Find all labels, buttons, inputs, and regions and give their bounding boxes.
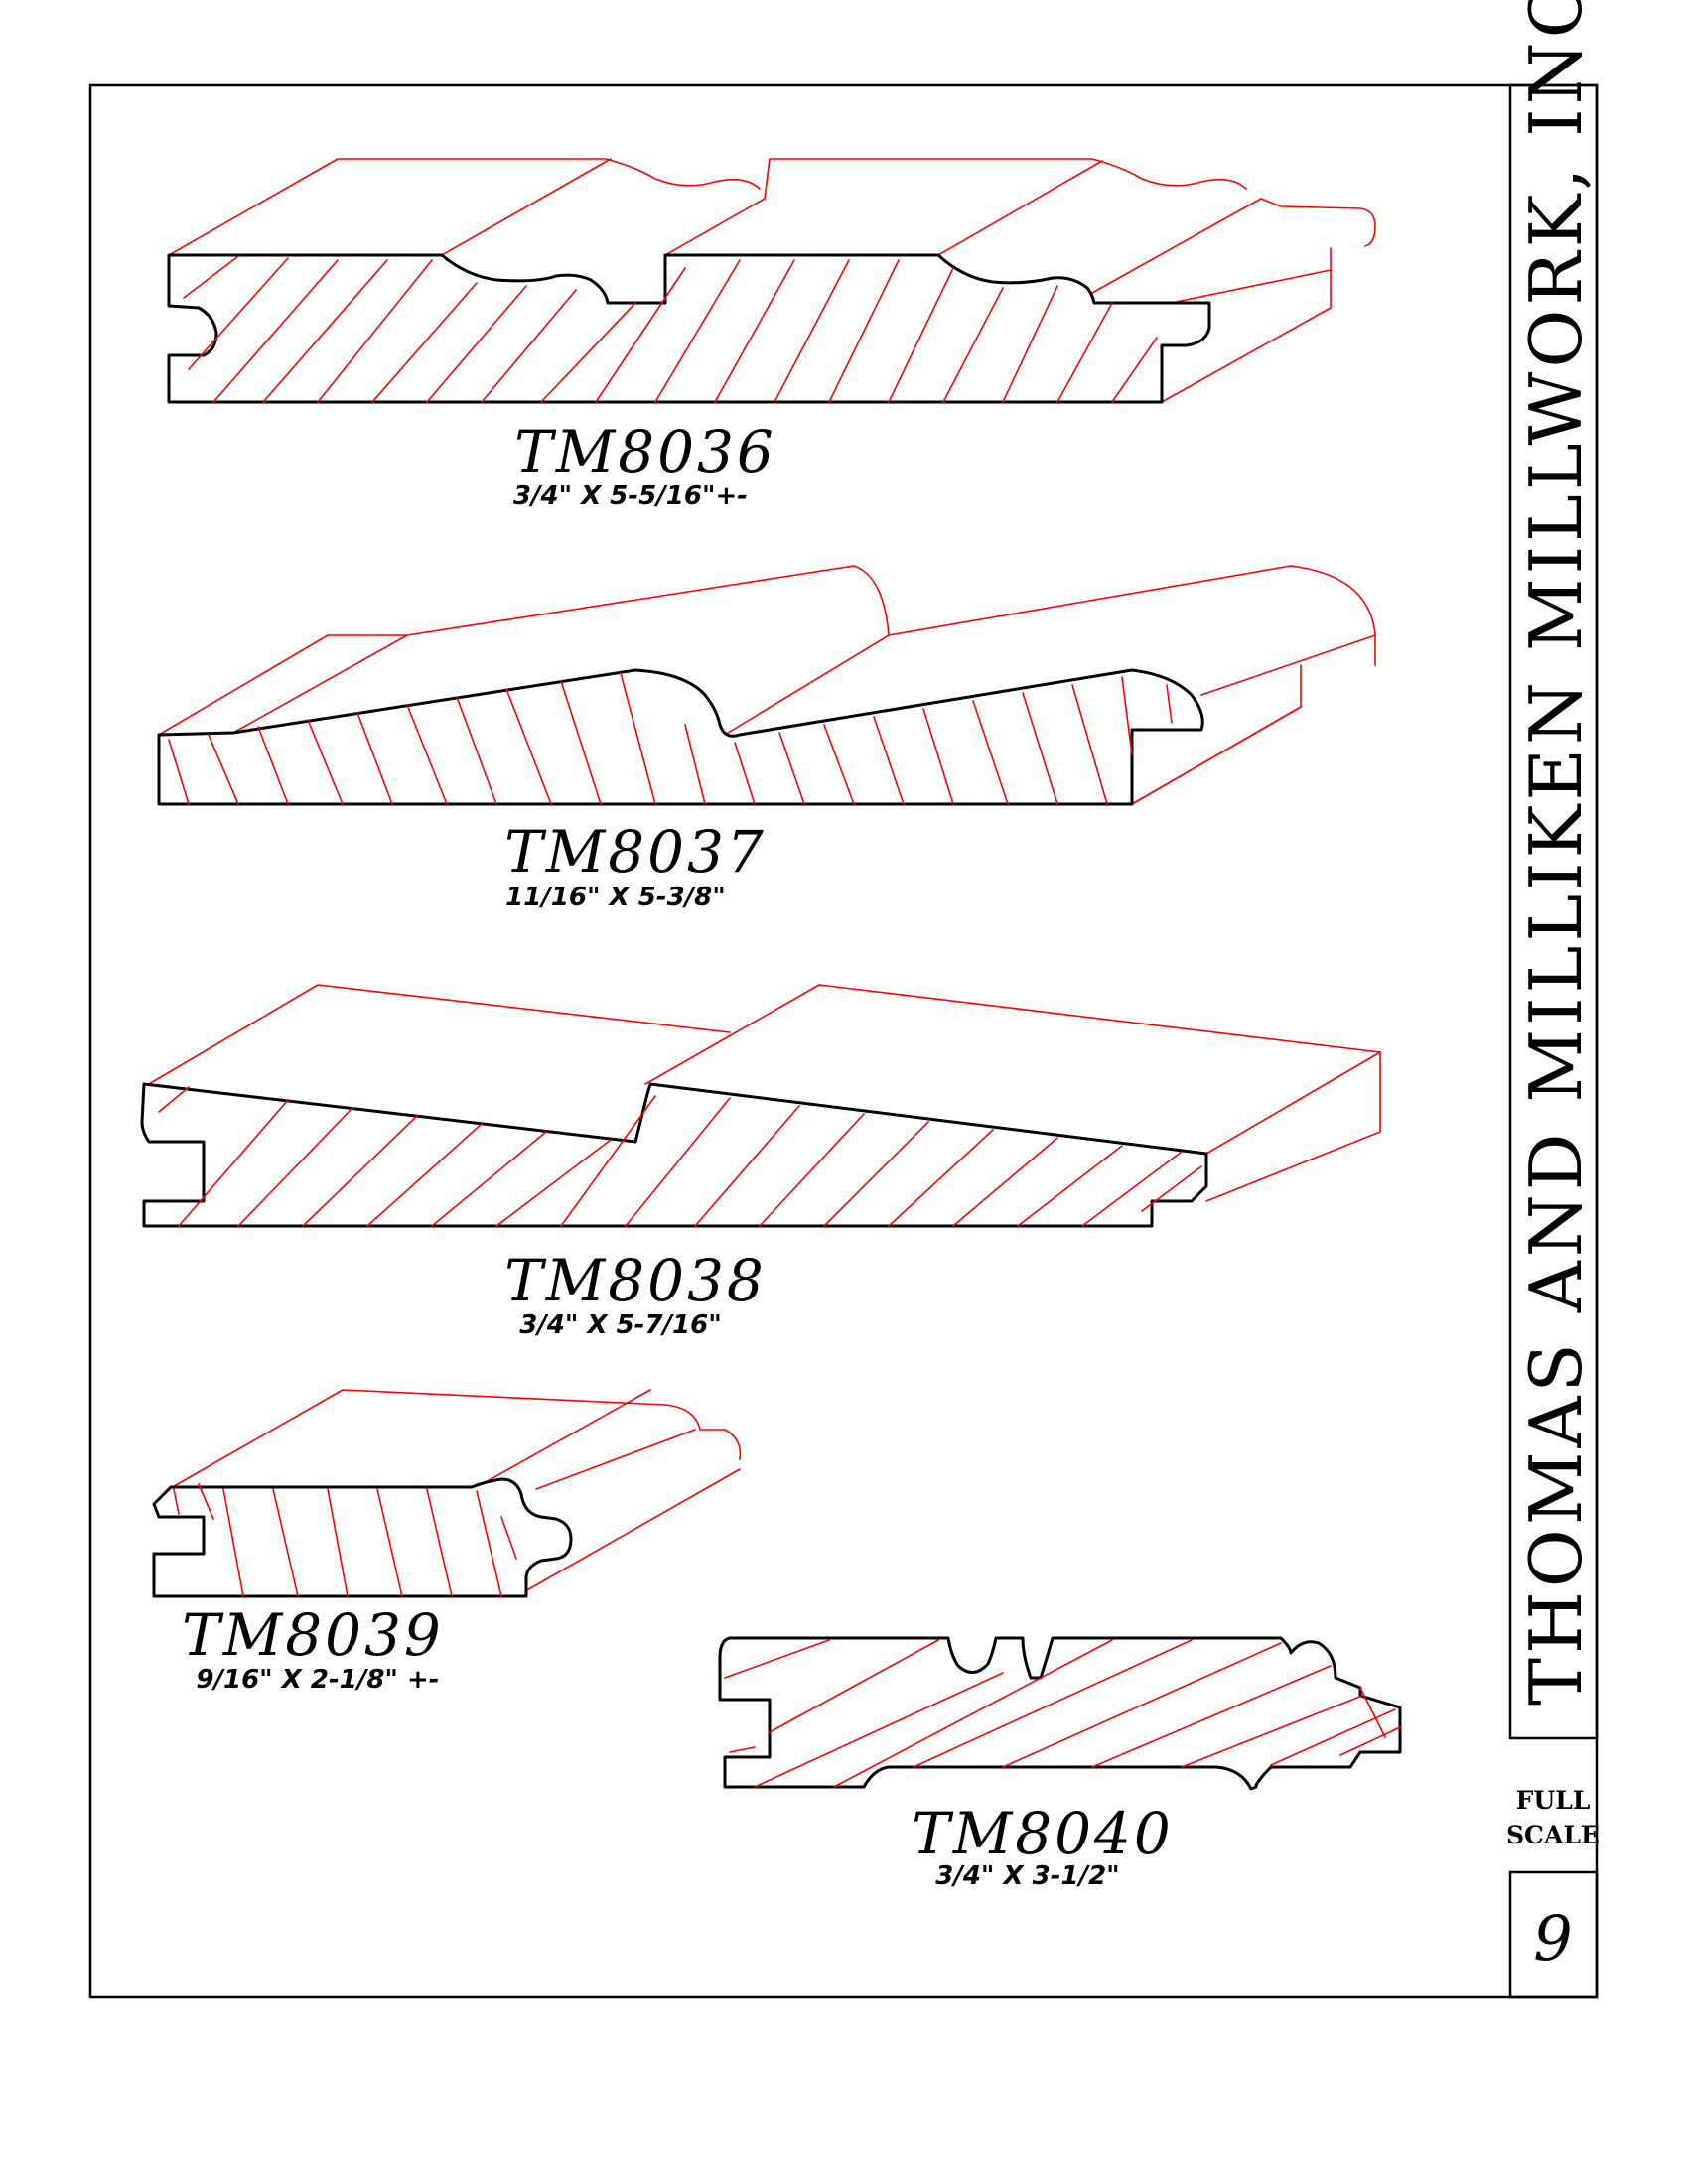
tm8040-code: TM8040 [912,1800,1174,1867]
tm8038-section [140,1082,1208,1228]
profile-tm8040: TM8040 3/4" X 3-1/2" [718,1636,1402,1891]
profile-tm8037: TM8037 11/16" X 5-3/8" [157,565,1376,912]
tm8038-isometric-lines [148,984,1381,1202]
tm8039-size: 9/16" X 2-1/8" +- [196,1665,439,1695]
scale-label-scale: SCALE [1506,1821,1600,1849]
tm8040-section [718,1636,1402,1791]
tm8036-section [167,253,1211,404]
tm8038-size: 3/4" X 5-7/16" [519,1310,722,1340]
page-number-box [1508,1870,1599,1999]
title-block-box [1508,83,1599,1740]
tm8036-grain [183,255,1158,403]
profile-tm8036: TM8036 3/4" X 5-5/16"+- [167,158,1376,511]
tm8040-grain [724,1639,1401,1788]
tm8036-size: 3/4" X 5-5/16"+- [513,481,748,511]
tm8037-section [157,668,1204,806]
tm8037-code: TM8037 [504,818,767,886]
tm8039-grain [173,1483,517,1597]
tm8036-isometric-lines [168,158,1376,403]
profile-tm8038: TM8038 3/4" X 5-7/16" [140,984,1381,1340]
profile-tm8039: TM8039 9/16" X 2-1/8" +- [152,1389,742,1695]
tm8036-code: TM8036 [514,418,776,485]
tm8037-size: 11/16" X 5-3/8" [505,883,726,912]
tm8039-section [152,1477,573,1598]
tm8038-code: TM8038 [504,1247,767,1314]
tm8039-isometric-lines [168,1389,742,1597]
tm8039-code: TM8039 [182,1601,444,1669]
tm8037-grain [168,672,1173,805]
company-title: THOMAS AND MILLIKEN MILLWORK, INC. [1514,0,1598,1706]
tm8040-size: 3/4" X 3-1/2" [935,1861,1119,1891]
scale-label-full: FULL [1516,1786,1591,1815]
tm8037-isometric-lines [158,565,1376,805]
tm8038-grain [158,1086,1202,1227]
page-number: 9 [1533,1902,1572,1975]
